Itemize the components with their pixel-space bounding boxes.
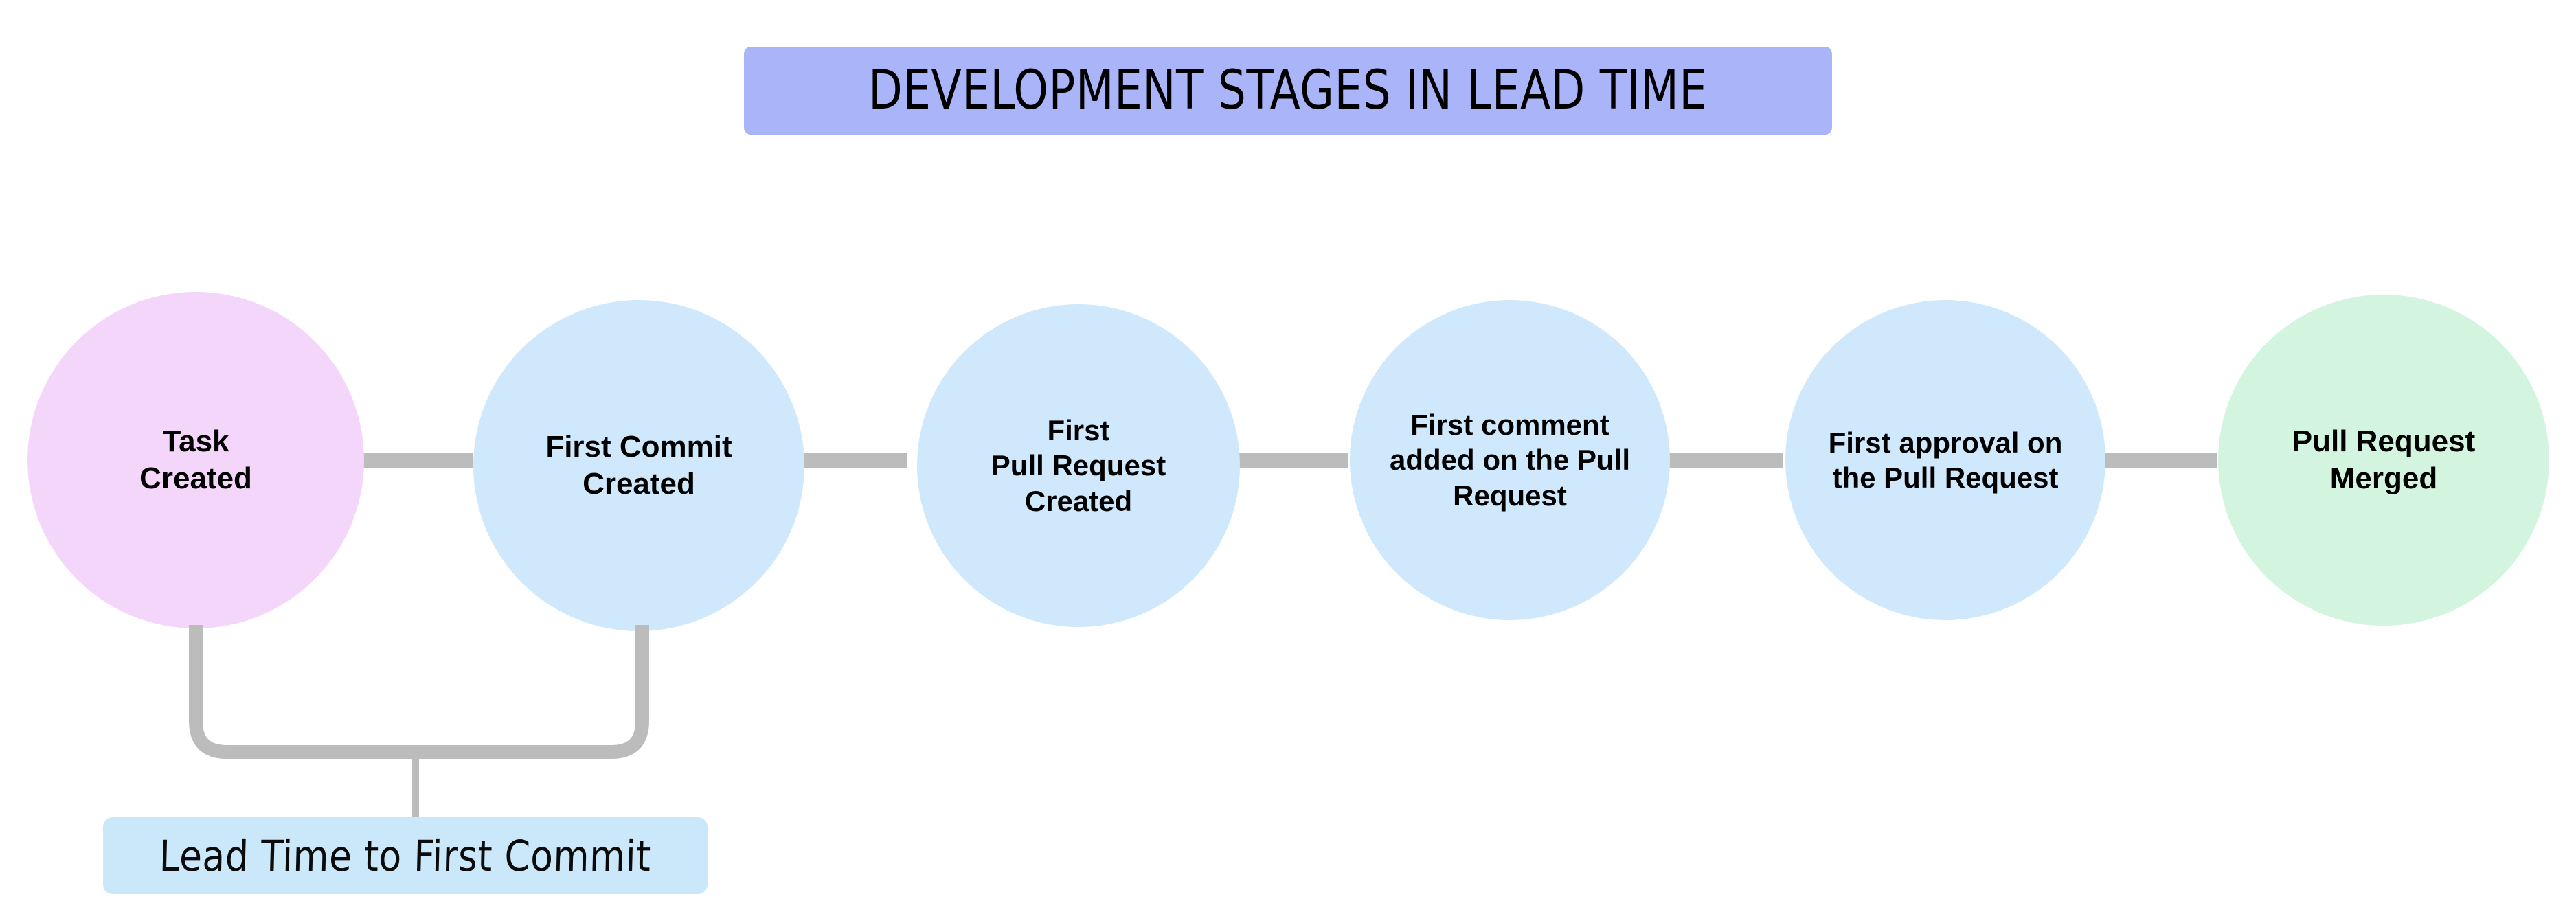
connector-approval-to-merged <box>2103 453 2217 468</box>
node-first-approval-on-pull-request-label: First approval on the Pull Request <box>1828 426 2063 494</box>
node-first-pull-request-created-label: First Pull Request Created <box>991 414 1166 517</box>
connector-commit-to-pr <box>801 453 907 468</box>
connector-comment-to-approval <box>1668 453 1783 468</box>
node-pull-request-merged[interactable]: Pull Request Merged <box>2218 295 2549 626</box>
node-first-commit-created-label: First Commit Created <box>545 430 732 501</box>
lead-time-bracket <box>189 625 649 759</box>
node-task-created[interactable]: Task Created <box>27 292 364 628</box>
node-first-pull-request-created[interactable]: First Pull Request Created <box>917 304 1240 627</box>
lead-time-annotation-label: Lead Time to First Commit <box>159 830 652 881</box>
node-first-comment-on-pull-request-label: First comment added on the Pull Request <box>1389 409 1630 512</box>
node-first-comment-on-pull-request[interactable]: First comment added on the Pull Request <box>1350 300 1670 620</box>
node-first-approval-on-pull-request[interactable]: First approval on the Pull Request <box>1785 300 2105 620</box>
lead-time-annotation-box[interactable]: Lead Time to First Commit <box>103 817 708 894</box>
connector-task-to-commit <box>361 453 473 468</box>
node-pull-request-merged-label: Pull Request Merged <box>2292 424 2476 495</box>
diagram-title-banner: DEVELOPMENT STAGES IN LEAD TIME <box>744 47 1832 135</box>
node-task-created-label: Task Created <box>139 424 252 495</box>
node-first-commit-created[interactable]: First Commit Created <box>473 300 804 631</box>
page-title: DEVELOPMENT STAGES IN LEAD TIME <box>868 60 1708 122</box>
lead-time-bracket-stem <box>412 749 419 821</box>
connector-pr-to-comment <box>1238 453 1348 468</box>
